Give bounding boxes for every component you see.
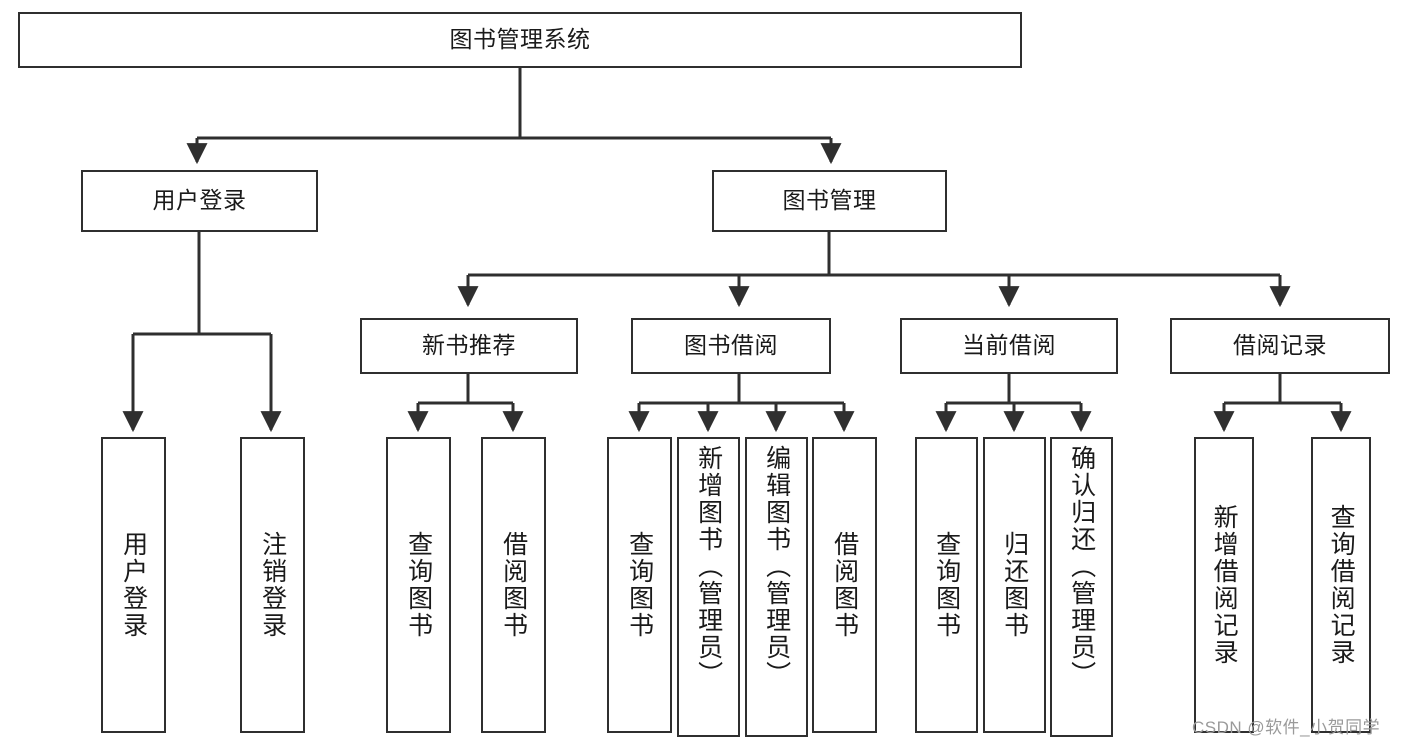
node-leaf-query-book-2-label: 查询图书 <box>625 531 654 639</box>
node-current-borrow[interactable]: 当前借阅 <box>900 318 1118 374</box>
node-leaf-borrow-book-2[interactable]: 借阅图书 <box>812 437 877 733</box>
node-leaf-borrow-book-2-label: 借阅图书 <box>830 531 859 639</box>
node-leaf-confirm-return-label: 确认归还（管理员） <box>1067 445 1096 688</box>
node-leaf-add-book[interactable]: 新增图书（管理员） <box>677 437 740 737</box>
watermark: CSDN @软件_小贺同学 <box>1192 718 1381 737</box>
node-root[interactable]: 图书管理系统 <box>18 12 1022 68</box>
node-leaf-user-login-label: 用户登录 <box>119 531 148 639</box>
node-current-borrow-label: 当前借阅 <box>962 332 1056 359</box>
node-borrow-record[interactable]: 借阅记录 <box>1170 318 1390 374</box>
node-leaf-query-book-1-label: 查询图书 <box>404 531 433 639</box>
node-book-borrow-label: 图书借阅 <box>684 332 778 359</box>
node-leaf-query-record[interactable]: 查询借阅记录 <box>1311 437 1371 733</box>
node-book-borrow[interactable]: 图书借阅 <box>631 318 831 374</box>
node-leaf-add-record-label: 新增借阅记录 <box>1210 504 1239 666</box>
node-book-manage[interactable]: 图书管理 <box>712 170 947 232</box>
node-borrow-record-label: 借阅记录 <box>1233 332 1327 359</box>
node-leaf-borrow-book-1[interactable]: 借阅图书 <box>481 437 546 733</box>
node-leaf-return-book-label: 归还图书 <box>1000 531 1029 639</box>
node-book-manage-label: 图书管理 <box>782 187 877 214</box>
node-leaf-edit-book[interactable]: 编辑图书（管理员） <box>745 437 808 737</box>
node-new-book-rec[interactable]: 新书推荐 <box>360 318 578 374</box>
node-leaf-user-logout-label: 注销登录 <box>258 531 287 639</box>
node-user-login-label: 用户登录 <box>152 187 247 214</box>
node-leaf-query-book-3-label: 查询图书 <box>932 531 961 639</box>
node-user-login[interactable]: 用户登录 <box>81 170 318 232</box>
node-leaf-user-login[interactable]: 用户登录 <box>101 437 166 733</box>
node-leaf-return-book[interactable]: 归还图书 <box>983 437 1046 733</box>
node-leaf-confirm-return[interactable]: 确认归还（管理员） <box>1050 437 1113 737</box>
node-leaf-add-book-label: 新增图书（管理员） <box>694 445 723 688</box>
node-leaf-query-book-3[interactable]: 查询图书 <box>915 437 978 733</box>
node-leaf-edit-book-label: 编辑图书（管理员） <box>762 445 791 688</box>
node-leaf-query-book-2[interactable]: 查询图书 <box>607 437 672 733</box>
node-leaf-query-record-label: 查询借阅记录 <box>1327 504 1356 666</box>
node-leaf-add-record[interactable]: 新增借阅记录 <box>1194 437 1254 733</box>
node-leaf-borrow-book-1-label: 借阅图书 <box>499 531 528 639</box>
node-new-book-rec-label: 新书推荐 <box>422 332 516 359</box>
node-root-label: 图书管理系统 <box>449 26 591 53</box>
node-leaf-user-logout[interactable]: 注销登录 <box>240 437 305 733</box>
node-leaf-query-book-1[interactable]: 查询图书 <box>386 437 451 733</box>
